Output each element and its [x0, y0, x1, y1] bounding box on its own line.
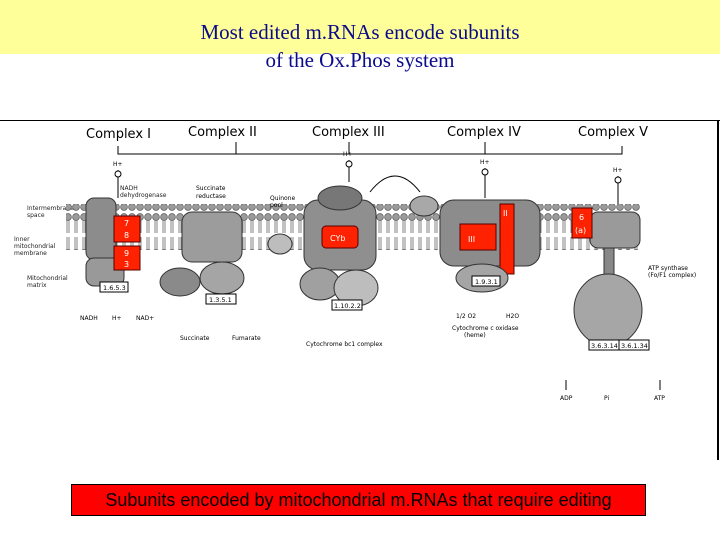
complex4-proton-dot — [481, 168, 489, 176]
header-bracket — [117, 146, 623, 155]
complex1-h-out: H+ — [113, 161, 123, 168]
quinone-pool-2: pool — [270, 202, 283, 209]
complex5-atp: ATP — [654, 395, 665, 402]
complex5-adp: ADP — [560, 395, 573, 402]
complex1-subunit-8: 8 — [124, 231, 129, 240]
ec-box-complex3 — [331, 299, 363, 311]
label-intermembrane-1: Intermembrane — [27, 205, 74, 212]
label-intermembrane-2: space — [27, 212, 45, 219]
label-inner-2: mitochondrial — [14, 243, 56, 250]
cytochrome-c — [409, 195, 439, 217]
region-labels: Intermembrane space Inner mitochondrial … — [14, 205, 74, 289]
complex-1: 7 8 9 3 NADH dehydrogenase 1.6.5.3 H+ NA… — [80, 161, 167, 322]
label-matrix-1: Mitochondrial — [27, 275, 68, 282]
atp-synthase-2: (Fo/F1 complex) — [648, 272, 696, 279]
complex1-edited-upper — [113, 215, 141, 243]
ec-box-complex5b — [618, 339, 650, 351]
complex5-f1 — [573, 273, 643, 347]
complex5-fo — [589, 211, 641, 249]
quinone-pool-disc — [267, 233, 293, 255]
header-complex-2: Complex II — [188, 125, 257, 140]
complex-2: Succinate reductase Quinone pool 1.3.5.1… — [159, 185, 295, 342]
cytc-shuttle-arrow — [369, 175, 421, 193]
succinate-reductase-1: Succinate — [196, 185, 226, 192]
complex1-edited-lower — [113, 245, 141, 271]
header-complex-3: Complex III — [312, 125, 385, 140]
header-complex-1: Complex I — [86, 127, 151, 142]
complex-4: II III 1.9.3.1 Cytochrome c oxidase (hem… — [409, 159, 541, 339]
atp-synthase-1: ATP synthase — [648, 265, 688, 272]
complex1-nadh: NADH — [80, 315, 98, 322]
title-line-1: Most edited m.RNAs encode subunits — [200, 20, 520, 44]
ec-complex5b: 3.6.1.34 — [621, 342, 648, 350]
complex4-edited-coxiii — [459, 223, 497, 251]
label-inner-1: Inner — [14, 236, 30, 243]
ec-box-complex2 — [205, 293, 237, 305]
complex5-edited-a6 — [571, 207, 593, 239]
succinate-reductase-2: reductase — [196, 193, 226, 200]
complex4-h2o: H2O — [506, 313, 519, 320]
complex3-top — [317, 185, 363, 211]
complex5-h-out: H+ — [613, 167, 623, 174]
header-complex-4: Complex IV — [447, 125, 521, 140]
complex4-h-out: H+ — [480, 159, 490, 166]
complex2-matrix-domain — [159, 267, 201, 297]
complex3-cyb-label: CYb — [330, 234, 345, 243]
title-band: Most edited m.RNAs encode subunits of th… — [0, 0, 720, 78]
cytochrome-bc1-label: Cytochrome bc1 complex — [306, 341, 383, 348]
complex1-subunit-3: 3 — [124, 260, 129, 269]
complex2-membrane — [181, 211, 243, 263]
complex1-proton-dot — [114, 170, 122, 178]
complex1-nad: NAD+ — [136, 315, 154, 322]
complex3-h-out: H+ — [343, 151, 353, 158]
complex1-subunit-7: 7 — [124, 219, 129, 228]
ec-box-complex1 — [99, 281, 129, 293]
slide-title: Most edited m.RNAs encode subunits of th… — [0, 18, 720, 74]
cytochrome-oxidase-2: (heme) — [464, 332, 486, 339]
label-inner-3: membrane — [14, 250, 47, 257]
complex5-6-label: 6 — [579, 213, 584, 222]
complex4-o2: 1/2 O2 — [456, 313, 476, 320]
nadh-dehydrogenase-2: dehydrogenase — [120, 192, 167, 199]
edited-subunits-caption: Subunits encoded by mitochondrial m.RNAs… — [71, 484, 646, 516]
oxphos-diagram: Complex I Complex II Complex III Complex… — [0, 119, 720, 460]
complex2-fumarate: Fumarate — [232, 335, 261, 342]
complex-3: CYb 1.10.2.2 Cytochrome bc1 complex H+ — [299, 151, 421, 348]
complex5-stalk — [603, 247, 615, 279]
label-matrix-2: matrix — [27, 282, 47, 289]
title-line-2: of the Ox.Phos system — [265, 48, 455, 72]
complex1-h-in: H+ — [112, 315, 122, 322]
complex2-succinate: Succinate — [180, 335, 210, 342]
nadh-dehydrogenase-1: NADH — [120, 185, 138, 192]
ec-complex2: 1.3.5.1 — [209, 296, 232, 304]
ec-box-complex4 — [471, 275, 501, 287]
complex5-pi: Pi — [604, 395, 609, 402]
complex4-ii-label: II — [503, 209, 508, 218]
oxphos-svg: Complex I Complex II Complex III Complex… — [0, 119, 720, 460]
complex1-membrane-arm — [85, 197, 117, 261]
ec-complex4: 1.9.3.1 — [475, 278, 498, 286]
header-complex-5: Complex V — [578, 125, 648, 140]
complex3-proton-dot — [345, 160, 353, 168]
quinone-pool-1: Quinone — [270, 195, 295, 202]
cytochrome-oxidase-1: Cytochrome c oxidase — [452, 325, 519, 332]
ec-complex5a: 3.6.3.14 — [591, 342, 618, 350]
complex5-proton-dot — [614, 176, 622, 184]
complex5-a-label: (a) — [575, 226, 586, 235]
complex3-edited-cytb — [321, 225, 359, 249]
complex2-iron-domain — [199, 261, 245, 295]
ec-complex1: 1.6.5.3 — [103, 284, 126, 292]
complex4-iii-label: III — [468, 235, 475, 244]
complex1-subunit-9: 9 — [124, 249, 129, 258]
title-background — [0, 0, 720, 54]
ec-complex3: 1.10.2.2 — [334, 302, 361, 310]
complex-5: 6 (a) 3.6.3.14 3.6.1.34 ATP synthase (Fo… — [560, 167, 696, 402]
